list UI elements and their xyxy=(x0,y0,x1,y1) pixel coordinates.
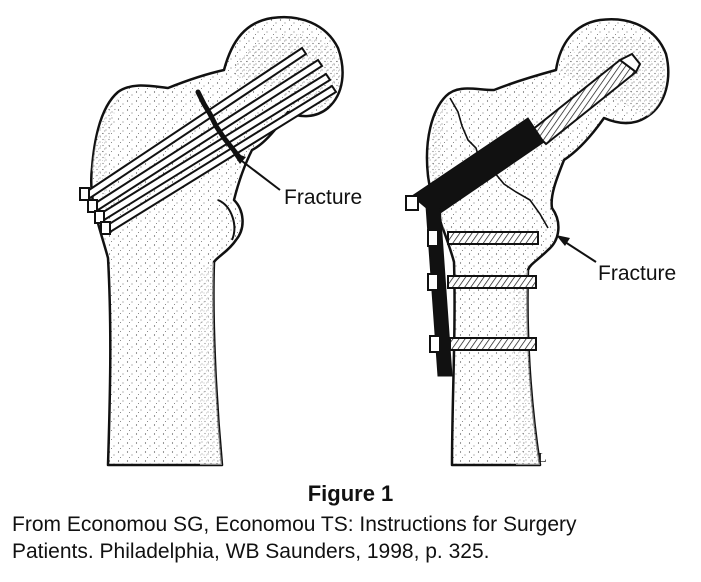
right-femur-drawing: Fracture L xyxy=(405,18,676,467)
right-femur-bone xyxy=(425,18,670,467)
caption-line: Patients. Philadelphia, WB Saunders, 199… xyxy=(12,540,490,563)
figure-title: Figure 1 xyxy=(307,481,394,506)
right-fracture-label: Fracture xyxy=(598,262,676,285)
right-fracture-arrow xyxy=(556,235,597,263)
left-fracture-line xyxy=(195,89,243,161)
artist-signature: L xyxy=(538,451,547,466)
femur-fixation-illustration: Fracture xyxy=(79,15,676,467)
left-femur-bone xyxy=(90,15,344,467)
left-fracture-label: Fracture xyxy=(284,186,362,209)
left-fracture-arrow xyxy=(232,152,281,191)
right-cortical-screws xyxy=(427,229,539,353)
left-femur-drawing: Fracture xyxy=(79,15,362,467)
figure-caption: From Economou SG, Economou TS: Instructi… xyxy=(12,511,692,565)
left-fixation-pins xyxy=(79,46,338,235)
caption-line: From Economou SG, Economou TS: Instructi… xyxy=(12,513,577,536)
